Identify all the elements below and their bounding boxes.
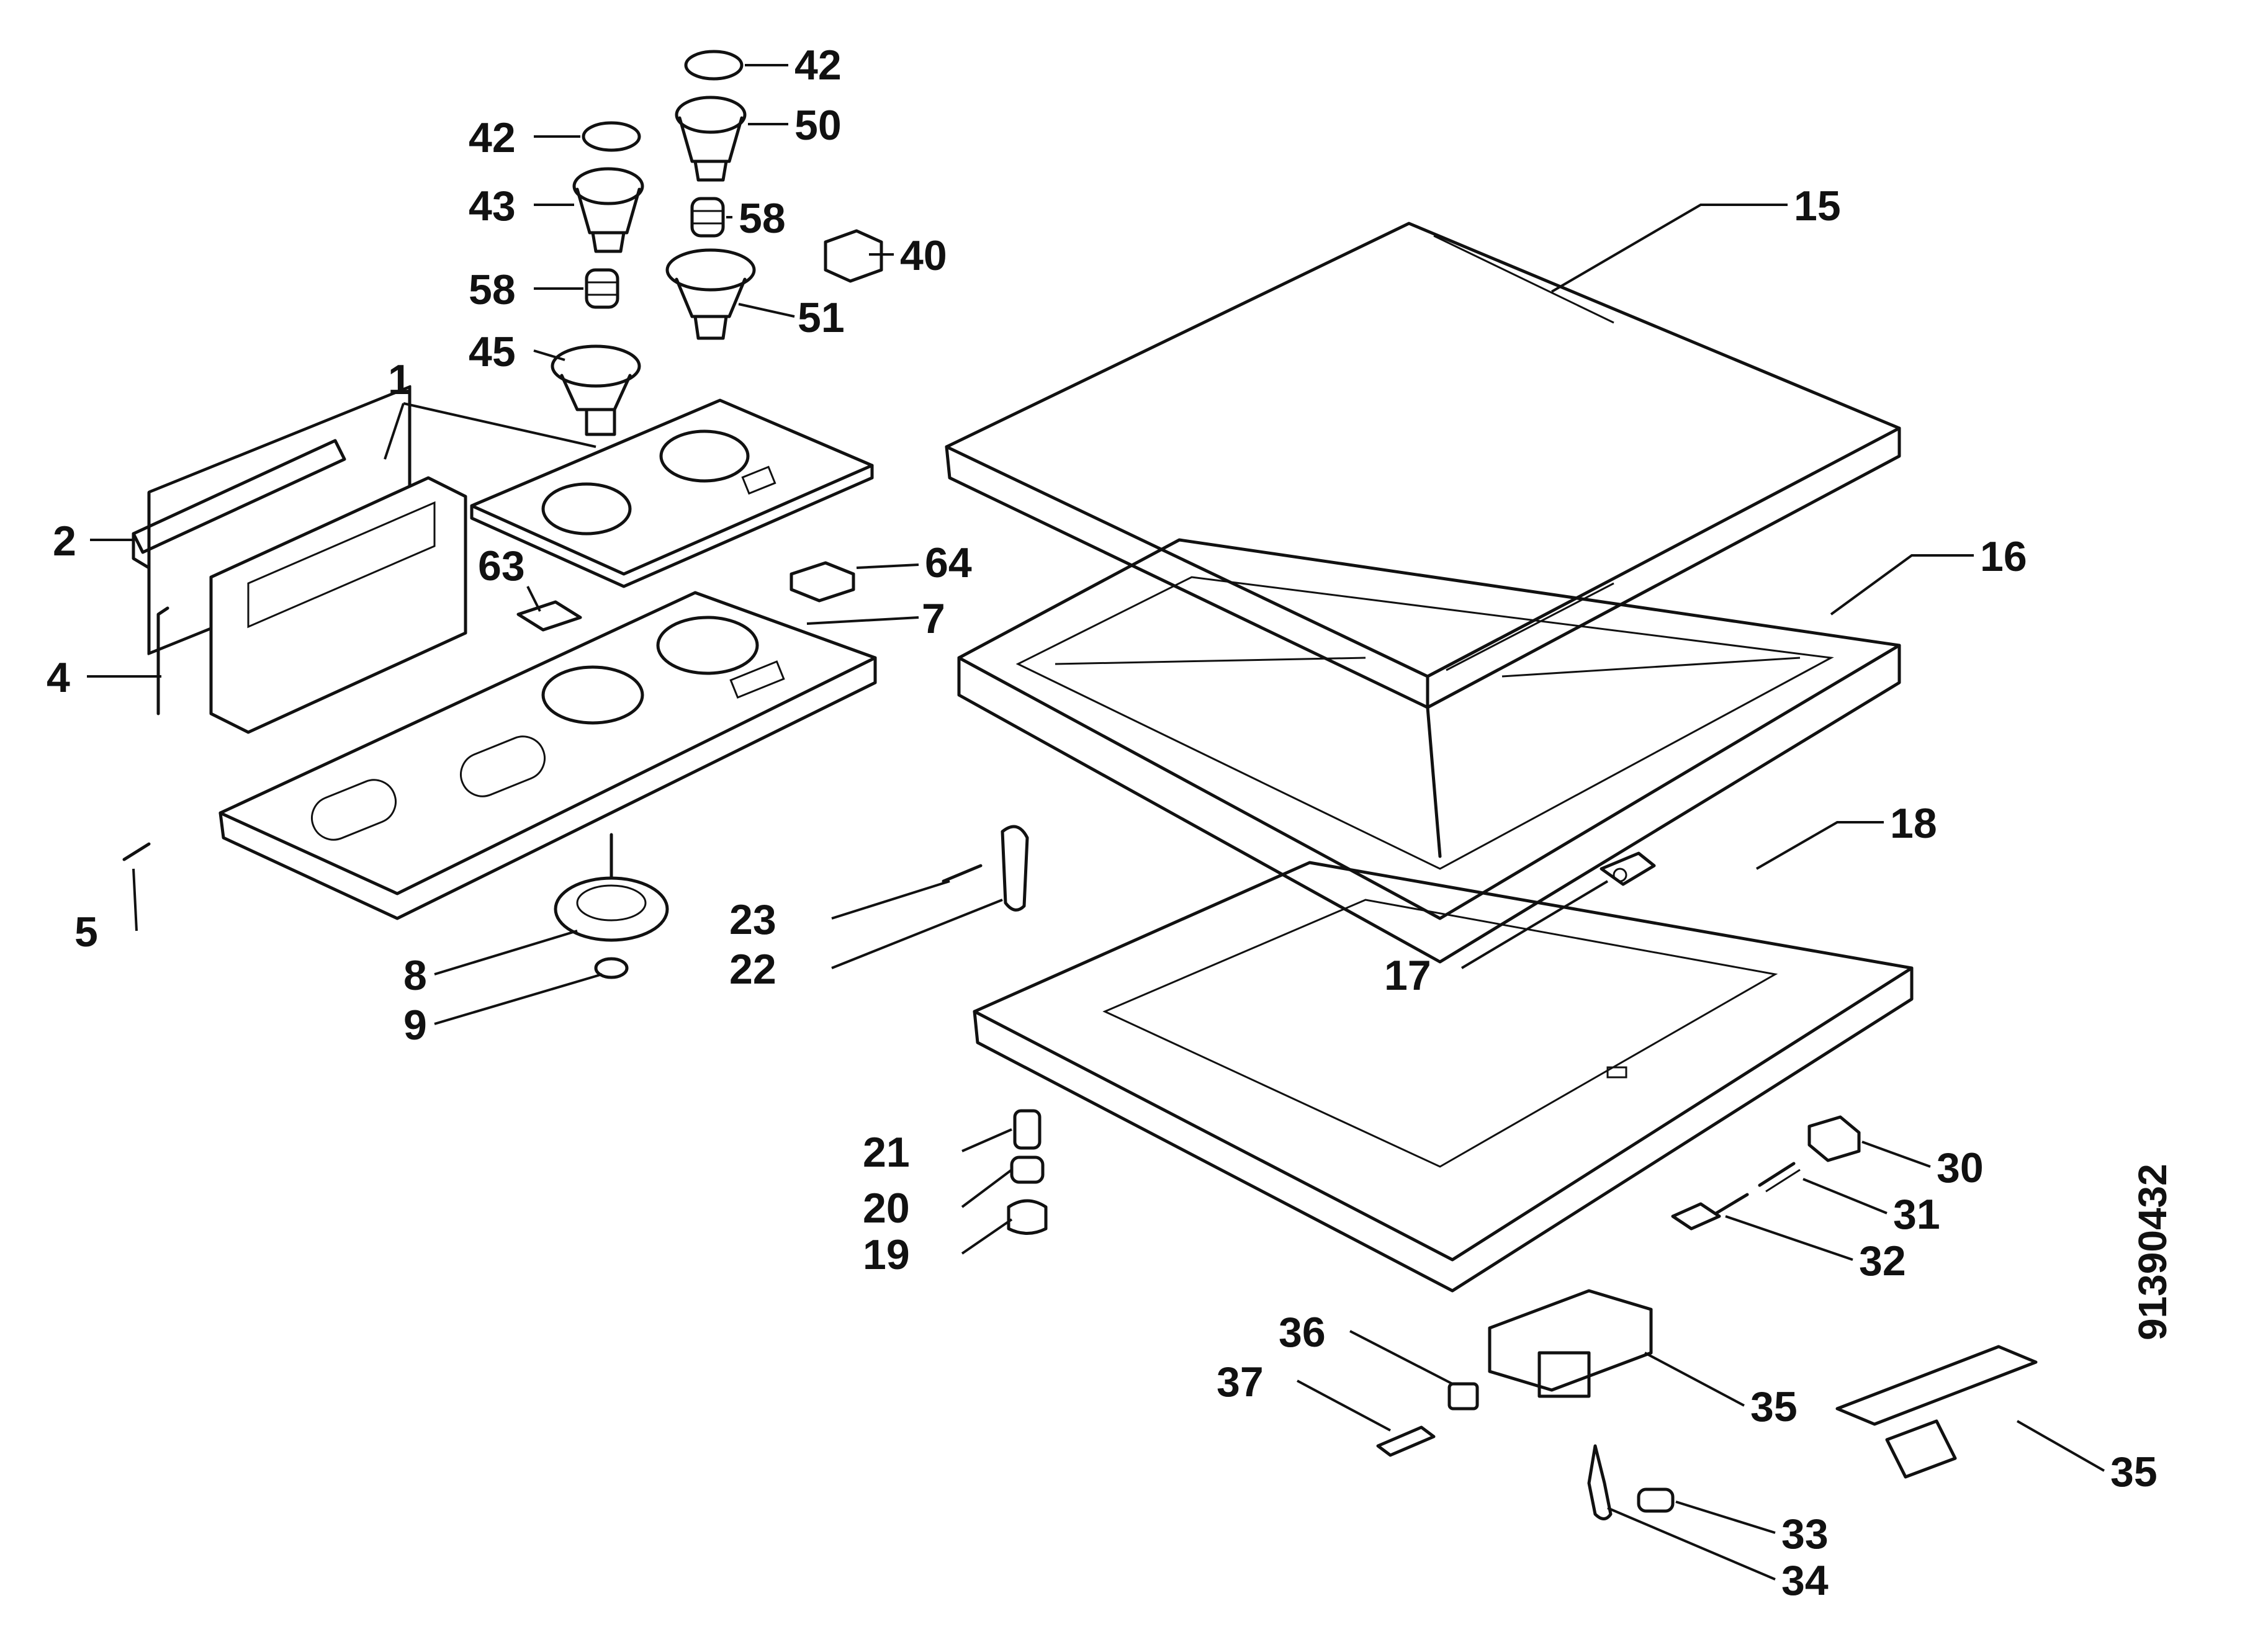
part-35-hinge-left bbox=[1488, 1289, 1653, 1398]
callout-30: 30 bbox=[1937, 1144, 1984, 1191]
part-20-bushing bbox=[1010, 1155, 1045, 1184]
part-34-lever bbox=[1587, 1444, 1613, 1520]
callout-35-left: 35 bbox=[1750, 1383, 1798, 1430]
callout-51: 51 bbox=[798, 294, 845, 341]
callout-9: 9 bbox=[403, 1002, 427, 1049]
callout-50: 50 bbox=[794, 102, 842, 149]
callout-45: 45 bbox=[469, 328, 516, 375]
callout-16: 16 bbox=[1980, 533, 2027, 580]
callout-34: 34 bbox=[1781, 1557, 1829, 1604]
callout-31: 31 bbox=[1893, 1191, 1940, 1238]
callout-64: 64 bbox=[925, 539, 972, 586]
part-43-knob bbox=[572, 167, 644, 253]
callout-15: 15 bbox=[1794, 182, 1841, 230]
callout-43: 43 bbox=[469, 182, 516, 230]
part-30-latch bbox=[1807, 1115, 1861, 1162]
part-32-bolt bbox=[1671, 1193, 1749, 1231]
part-35-hinge-right bbox=[1835, 1345, 2038, 1479]
callout-42-left: 42 bbox=[469, 114, 516, 161]
part-36-clip bbox=[1447, 1382, 1479, 1411]
callout-2: 2 bbox=[53, 518, 76, 565]
part-19-foot bbox=[1007, 1199, 1048, 1235]
part-58-spring-left bbox=[585, 268, 619, 309]
callout-32: 32 bbox=[1859, 1237, 1906, 1285]
part-8-thermostat bbox=[554, 833, 669, 942]
part-31-spring bbox=[1758, 1162, 1801, 1193]
callout-8: 8 bbox=[403, 952, 427, 999]
callout-33: 33 bbox=[1781, 1510, 1829, 1558]
callout-1: 1 bbox=[388, 356, 412, 403]
part-1-control-plate bbox=[470, 398, 874, 588]
callout-18: 18 bbox=[1890, 800, 1937, 847]
part-64-clip bbox=[790, 561, 855, 603]
part-33-bush bbox=[1637, 1487, 1675, 1513]
callout-labels: 42 50 58 51 40 42 43 58 45 1 2 4 5 7 63 … bbox=[47, 42, 2158, 1604]
callout-19: 19 bbox=[863, 1231, 910, 1278]
callout-58-left: 58 bbox=[469, 266, 516, 313]
callout-22: 22 bbox=[729, 946, 776, 993]
callout-63: 63 bbox=[478, 542, 525, 590]
callout-35-right: 35 bbox=[2110, 1448, 2158, 1496]
callout-42-top: 42 bbox=[794, 42, 842, 89]
callout-36: 36 bbox=[1279, 1309, 1326, 1356]
callout-20: 20 bbox=[863, 1185, 910, 1232]
part-5-pin bbox=[122, 842, 151, 861]
document-number: 91390432 bbox=[2130, 1164, 2175, 1340]
callout-17: 17 bbox=[1384, 952, 1431, 999]
leader-lines bbox=[87, 64, 2105, 1581]
part-15-top-panel bbox=[945, 222, 1901, 709]
part-40-clip bbox=[824, 229, 883, 283]
callout-58-right: 58 bbox=[739, 195, 786, 242]
callout-40: 40 bbox=[900, 232, 947, 279]
part-23-pin bbox=[942, 864, 983, 883]
part-16-inner-frame bbox=[957, 538, 1901, 964]
part-21-spring bbox=[1013, 1109, 1042, 1150]
part-58-spring-right bbox=[690, 197, 725, 238]
part-37-bracket bbox=[1376, 1425, 1436, 1457]
part-17-hinge bbox=[1600, 851, 1656, 886]
callout-37: 37 bbox=[1217, 1358, 1264, 1406]
part-42-cap-left bbox=[582, 121, 641, 152]
callout-7: 7 bbox=[922, 595, 945, 642]
callout-23: 23 bbox=[729, 896, 776, 943]
part-50-knob bbox=[675, 96, 747, 182]
part-63-clip bbox=[516, 600, 582, 632]
part-51-knob-base bbox=[665, 248, 756, 340]
part-45-knob-base bbox=[551, 344, 641, 436]
callout-5: 5 bbox=[74, 908, 98, 956]
part-7-base-tray bbox=[218, 591, 877, 920]
callout-4: 4 bbox=[47, 654, 70, 701]
part-4-window-panel bbox=[156, 476, 467, 734]
part-22-handle-bracket bbox=[1001, 825, 1029, 912]
callout-21: 21 bbox=[863, 1129, 910, 1176]
part-18-door-frame bbox=[973, 861, 1914, 1293]
part-9-nut bbox=[594, 957, 629, 979]
part-42-cap-top bbox=[684, 50, 744, 81]
